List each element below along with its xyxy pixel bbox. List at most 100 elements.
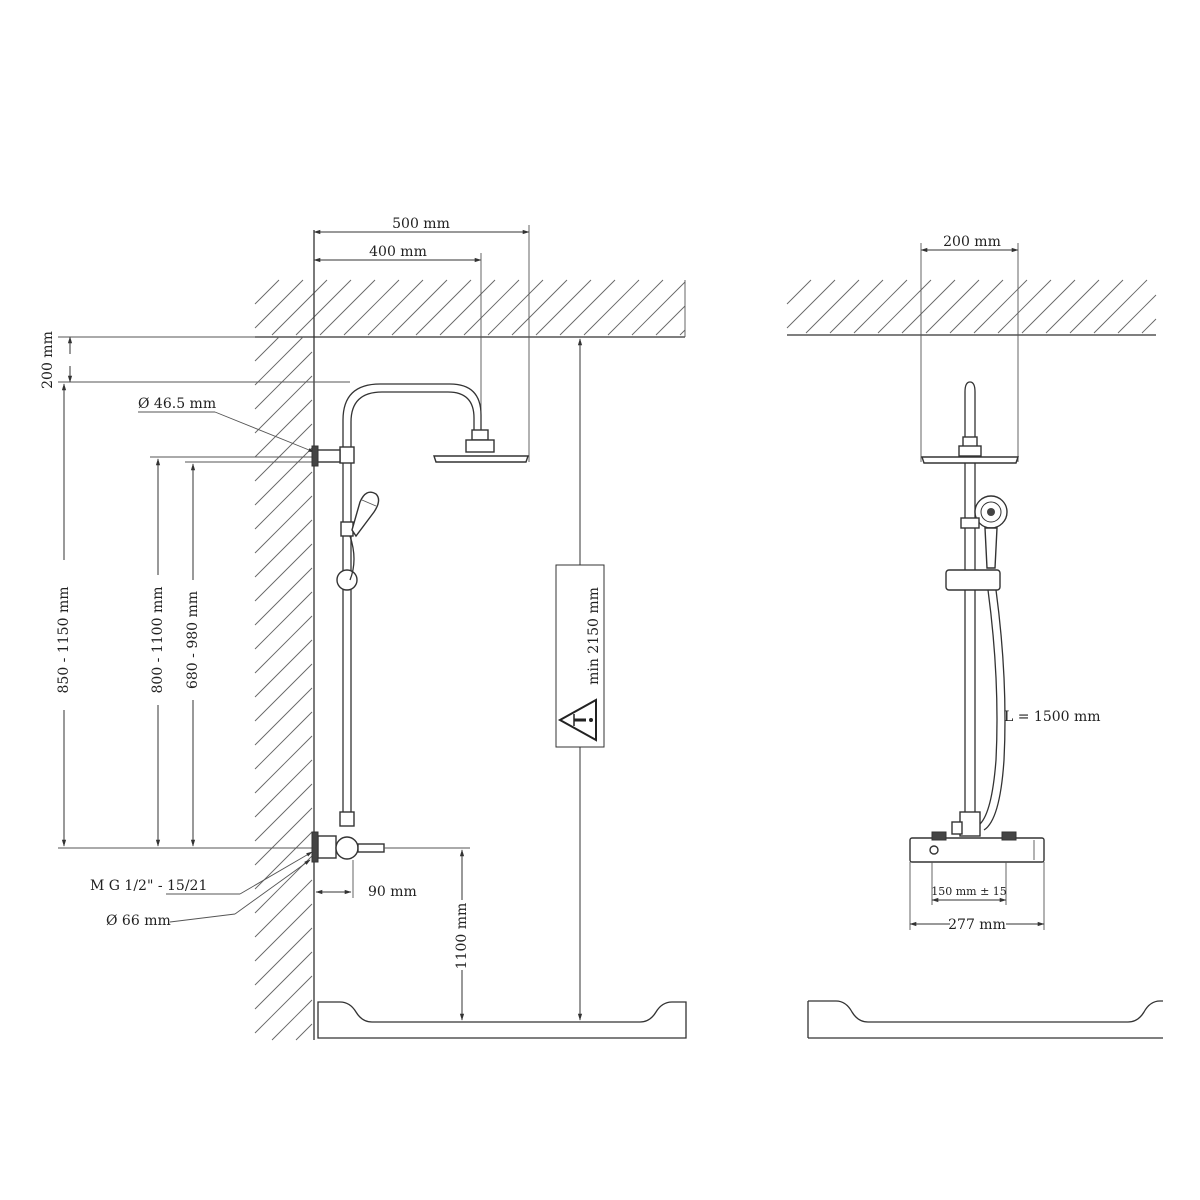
hatch-line — [254, 351, 313, 410]
leader-flange-underline — [169, 913, 236, 923]
hatch-line — [271, 279, 328, 336]
dim-label-1100: 1100 mm — [454, 903, 470, 970]
hatch-line — [254, 687, 313, 746]
hatch-line — [271, 999, 313, 1041]
hatch-line — [973, 279, 1028, 334]
hatch-line — [559, 279, 616, 336]
hatch-line — [254, 519, 313, 578]
hatch-line — [901, 279, 956, 334]
hand-shower-grip — [984, 527, 998, 569]
hatch-line — [254, 423, 313, 482]
hatch-line — [786, 279, 836, 329]
hatch-line — [655, 305, 686, 336]
hatch-line — [319, 279, 376, 336]
hatch-line — [295, 279, 352, 336]
hatch-line — [853, 279, 908, 334]
dim-label-hose: L = 1500 mm — [1004, 709, 1101, 725]
hatch-line — [254, 759, 313, 818]
holder-front — [945, 569, 1001, 591]
hose-holder — [336, 569, 358, 591]
hatch-line — [254, 639, 313, 698]
arm-coupling — [339, 446, 355, 464]
dim-label-500: 500 mm — [392, 216, 450, 232]
dim-label-200-right: 200 mm — [943, 234, 1001, 250]
hatch-line — [607, 279, 664, 336]
wall-flange — [311, 831, 319, 863]
hatch-line — [254, 879, 313, 938]
hatch-line — [254, 567, 313, 626]
hatch-line — [535, 279, 592, 336]
diverter-side — [951, 821, 963, 835]
hatch-line — [295, 1023, 313, 1041]
wall-bracket — [315, 449, 341, 463]
hatch-line — [254, 663, 313, 722]
rain-shower-head — [433, 455, 529, 463]
hatch-line — [1117, 294, 1157, 334]
arm-front — [964, 381, 976, 437]
valve-body — [335, 836, 359, 860]
diverter-front — [959, 811, 981, 837]
shower-arm-inner — [350, 391, 475, 455]
dim-label-150: 150 mm ± 15 — [931, 885, 1007, 898]
hatch-line — [254, 336, 304, 386]
dim-label-flange: Ø 66 mm — [106, 913, 171, 929]
hatch-line — [254, 279, 280, 305]
hatch-line — [949, 279, 1004, 334]
shower-tray-front — [808, 1000, 1163, 1023]
dim-label-850-1150: 850 - 1150 mm — [56, 587, 72, 694]
hatch-line — [254, 903, 313, 962]
hand-shower-nozzles — [980, 501, 1002, 523]
hatch-line — [997, 279, 1052, 334]
hatch-line — [254, 495, 313, 554]
hatch-line — [254, 927, 313, 986]
valve-lever — [357, 843, 385, 853]
hatch-line — [254, 783, 313, 842]
hatch-line — [254, 807, 313, 866]
hatch-line — [877, 279, 932, 334]
hatch-line — [254, 447, 313, 506]
hatch-line — [254, 975, 313, 1034]
hatch-line — [254, 615, 313, 674]
hatch-line — [1069, 279, 1124, 334]
hatch-line — [254, 336, 280, 362]
leader-flange — [234, 859, 311, 915]
hatch-line — [511, 279, 568, 336]
hatch-line — [254, 591, 313, 650]
hatch-line — [254, 951, 313, 1010]
hatch-line — [487, 279, 544, 336]
hatch-line — [254, 543, 313, 602]
hatch-line — [805, 279, 860, 334]
dim-label-800-1100: 800 - 1100 mm — [150, 587, 166, 694]
hatch-line — [254, 279, 304, 329]
connector-left — [931, 831, 947, 841]
dim-label-200: 200 mm — [40, 331, 56, 389]
hatch-line — [925, 279, 980, 334]
dim-label-277: 277 mm — [948, 917, 1006, 933]
hatch-line — [391, 279, 448, 336]
hand-shower — [351, 491, 380, 538]
warning-icon — [557, 698, 597, 742]
dim-label-680-980: 680 - 980 mm — [185, 591, 201, 689]
wall-hatch — [254, 336, 313, 1041]
bracket-plate — [311, 445, 319, 467]
left-view: 500 mm 400 mm 200 mm 850 - 1150 mm 800 -… — [40, 216, 687, 1041]
hatch-line — [254, 399, 313, 458]
rain-head-joint — [465, 439, 495, 453]
hose-front — [983, 589, 1006, 831]
connector-right — [1001, 831, 1017, 841]
shower-tray — [317, 1001, 687, 1039]
hatch-line — [1021, 279, 1076, 334]
hand-shower-center — [987, 508, 995, 516]
thermostat-bar — [909, 837, 1045, 863]
wall-connector — [317, 835, 337, 859]
leader-thread — [239, 851, 313, 895]
hatch-line — [1045, 279, 1100, 334]
thermostat-knob — [929, 845, 939, 855]
hatch-line — [463, 279, 520, 336]
dim-label-90: 90 mm — [368, 884, 417, 900]
rain-head-neck — [471, 429, 489, 441]
hatch-line — [367, 279, 424, 336]
dim-label-400: 400 mm — [369, 244, 427, 260]
